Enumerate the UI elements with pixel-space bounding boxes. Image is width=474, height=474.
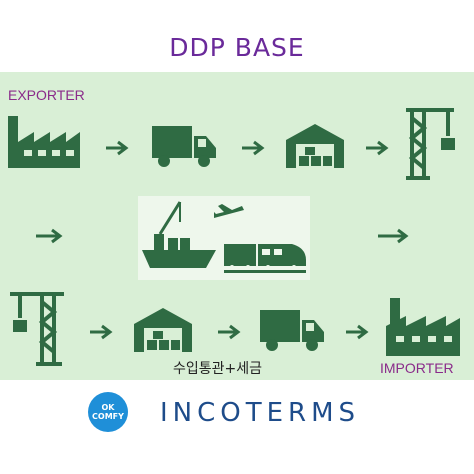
factory-icon: [8, 116, 80, 168]
arrow-right-icon: [378, 228, 409, 244]
crane-icon: [406, 108, 455, 180]
exporter-label: EXPORTER: [8, 87, 85, 103]
brand-badge: OK COMFY: [88, 392, 128, 432]
arrow-right-icon: [106, 140, 129, 156]
train-icon: [224, 244, 306, 273]
factory-icon: [386, 298, 460, 356]
warehouse-icon: [134, 308, 192, 352]
brand-text: INCOTERMS: [160, 398, 361, 428]
ship-icon: [142, 201, 216, 268]
truck-icon: [260, 310, 324, 351]
brand-badge-line2: COMFY: [92, 412, 124, 421]
arrow-right-icon: [36, 228, 63, 244]
airplane-icon: [214, 204, 244, 218]
arrow-right-icon: [346, 324, 369, 340]
page-title: DDP BASE: [169, 33, 305, 62]
warehouse-icon: [286, 124, 344, 168]
crane-icon: [10, 292, 64, 366]
brand-badge-line1: OK: [101, 403, 115, 412]
arrow-right-icon: [218, 324, 241, 340]
arrow-right-icon: [90, 324, 113, 340]
importer-label: IMPORTER: [380, 360, 454, 376]
truck-icon: [152, 126, 216, 167]
arrow-right-icon: [366, 140, 389, 156]
customs-tax-label: 수입통관+세금: [173, 361, 263, 377]
arrow-right-icon: [242, 140, 265, 156]
